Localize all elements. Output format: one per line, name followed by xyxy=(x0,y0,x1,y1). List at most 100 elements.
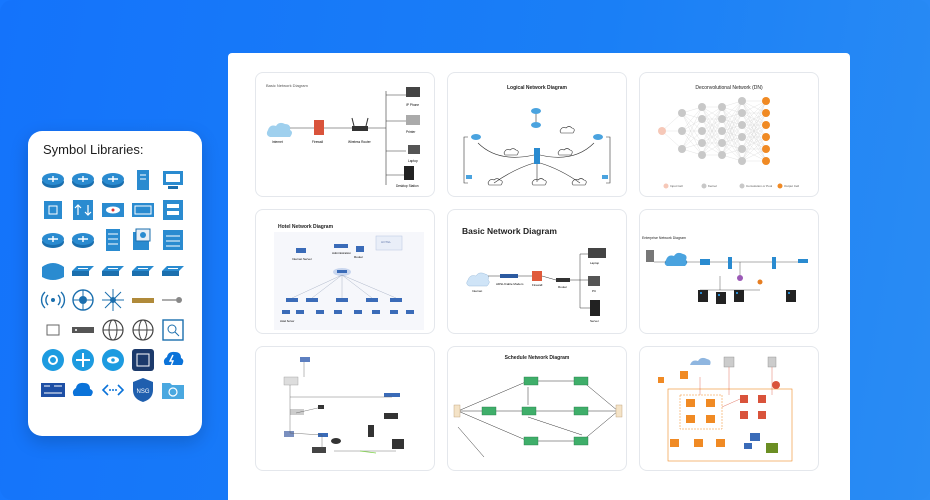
rack-bar-icon[interactable] xyxy=(70,317,96,343)
edge xyxy=(721,112,743,156)
edge xyxy=(741,100,767,162)
label-internet: Internet xyxy=(472,289,482,293)
bar-device-icon[interactable] xyxy=(130,287,156,313)
legend-label: Output Cell xyxy=(784,184,799,188)
search-square-icon[interactable] xyxy=(160,317,186,343)
ip-phone-icon[interactable] xyxy=(130,227,156,253)
wireless-signal-icon[interactable] xyxy=(40,287,66,313)
edge xyxy=(741,148,767,162)
switch-tower-icon[interactable] xyxy=(130,167,156,193)
edge xyxy=(701,106,723,132)
edge xyxy=(721,100,743,144)
switch-flat-icon[interactable] xyxy=(70,257,96,283)
folder-sync-icon[interactable] xyxy=(160,377,186,403)
router-icon[interactable] xyxy=(40,167,66,193)
router-icon[interactable] xyxy=(100,167,126,193)
cloud-icon[interactable] xyxy=(70,377,96,403)
server-box-icon[interactable] xyxy=(160,197,186,223)
edge xyxy=(701,106,723,156)
neuron-node xyxy=(678,109,686,117)
neuron-node xyxy=(738,121,746,129)
router-icon[interactable] xyxy=(70,167,96,193)
template-card-9[interactable] xyxy=(639,346,819,471)
edge xyxy=(741,112,767,162)
edge xyxy=(701,106,723,144)
label-internet: Internet xyxy=(272,140,283,144)
edge xyxy=(681,112,703,132)
eye-circle-icon[interactable] xyxy=(100,347,126,373)
edge xyxy=(701,118,723,156)
svg-text:NSG: NSG xyxy=(136,389,149,395)
rotary-node-icon[interactable] xyxy=(70,287,96,313)
template-card-4[interactable]: Hotel Network Diagram HOTEL Internet Ser… xyxy=(255,209,435,334)
switch-flat-icon[interactable] xyxy=(130,257,156,283)
neuron-node xyxy=(762,109,770,117)
neuron-node xyxy=(718,127,726,135)
rack-icon[interactable] xyxy=(100,227,126,253)
legend-marker xyxy=(739,183,745,189)
diagram-preview xyxy=(658,356,793,462)
dotted-arrows-icon[interactable] xyxy=(100,377,126,403)
chip-square-icon[interactable] xyxy=(130,347,156,373)
edge xyxy=(721,100,743,120)
template-card-8[interactable]: Schedule Network Diagram xyxy=(447,346,627,471)
label-router: Wireless Router xyxy=(348,140,372,144)
neuron-node xyxy=(698,115,706,123)
router-icon[interactable] xyxy=(40,227,66,253)
hub-icon[interactable] xyxy=(40,257,66,283)
bolt-cloud-icon[interactable] xyxy=(160,347,186,373)
diagram-preview xyxy=(463,108,611,186)
cloud-router-icon[interactable] xyxy=(100,197,126,223)
diagram-preview xyxy=(646,250,808,304)
switch-flat-icon[interactable] xyxy=(160,257,186,283)
neuron-node xyxy=(762,97,770,105)
label-printer: Printer xyxy=(406,130,416,134)
cross-circle-icon[interactable] xyxy=(70,347,96,373)
edge xyxy=(741,124,767,162)
edge xyxy=(681,130,703,156)
router-icon[interactable] xyxy=(70,227,96,253)
edge xyxy=(661,130,683,150)
template-card-2[interactable]: Logical Network Diagram xyxy=(447,72,627,197)
firewall-box-icon[interactable] xyxy=(130,197,156,223)
label-laptop: Laptop xyxy=(590,261,600,265)
neuron-node xyxy=(698,139,706,147)
edge xyxy=(721,136,743,156)
cube-switch-icon[interactable] xyxy=(40,197,66,223)
label-phone: IP Phone xyxy=(406,103,419,107)
server-module-icon[interactable] xyxy=(160,227,186,253)
edge xyxy=(741,100,767,126)
neuron-node xyxy=(698,127,706,135)
workstation-icon[interactable] xyxy=(160,167,186,193)
label-firewall: Firewall xyxy=(532,283,543,287)
globe-icon[interactable] xyxy=(130,317,156,343)
card-title: Deconvolutional Network (DN) xyxy=(695,85,763,91)
switch-flat-icon[interactable] xyxy=(100,257,126,283)
edge xyxy=(721,100,743,132)
neuron-node xyxy=(762,133,770,141)
label-router: Router xyxy=(558,285,567,289)
edge xyxy=(721,124,743,156)
template-card-1[interactable]: Basic Network Diagram Internet Fi xyxy=(255,72,435,197)
small-box-icon[interactable] xyxy=(40,317,66,343)
pin-connector-icon[interactable] xyxy=(160,287,186,313)
label-laptop: Laptop xyxy=(408,159,418,163)
symbol-library-panel: Symbol Libraries: NSG xyxy=(28,131,202,436)
neuron-node xyxy=(678,127,686,135)
diagram-preview: Internet ADSL/Cable Modem Firewall Route… xyxy=(466,248,606,323)
legend-label: Convolution or Pool xyxy=(746,184,773,188)
globe-icon[interactable] xyxy=(100,317,126,343)
neuron-node xyxy=(738,145,746,153)
crossing-arrows-icon[interactable] xyxy=(70,197,96,223)
gear-circle-icon[interactable] xyxy=(40,347,66,373)
label-administration: Administration xyxy=(332,251,351,255)
board-icon[interactable] xyxy=(40,377,66,403)
template-card-5[interactable]: Basic Network Diagram Internet ADSL/Cabl… xyxy=(447,209,627,334)
card-title: Basic Network Diagram xyxy=(266,83,308,88)
template-card-7[interactable] xyxy=(255,346,435,471)
neuron-node xyxy=(762,145,770,153)
star-node-icon[interactable] xyxy=(100,287,126,313)
nsg-shield-icon[interactable]: NSG xyxy=(130,377,156,403)
template-card-6[interactable]: Enterprise Network Diagram xyxy=(639,209,819,334)
